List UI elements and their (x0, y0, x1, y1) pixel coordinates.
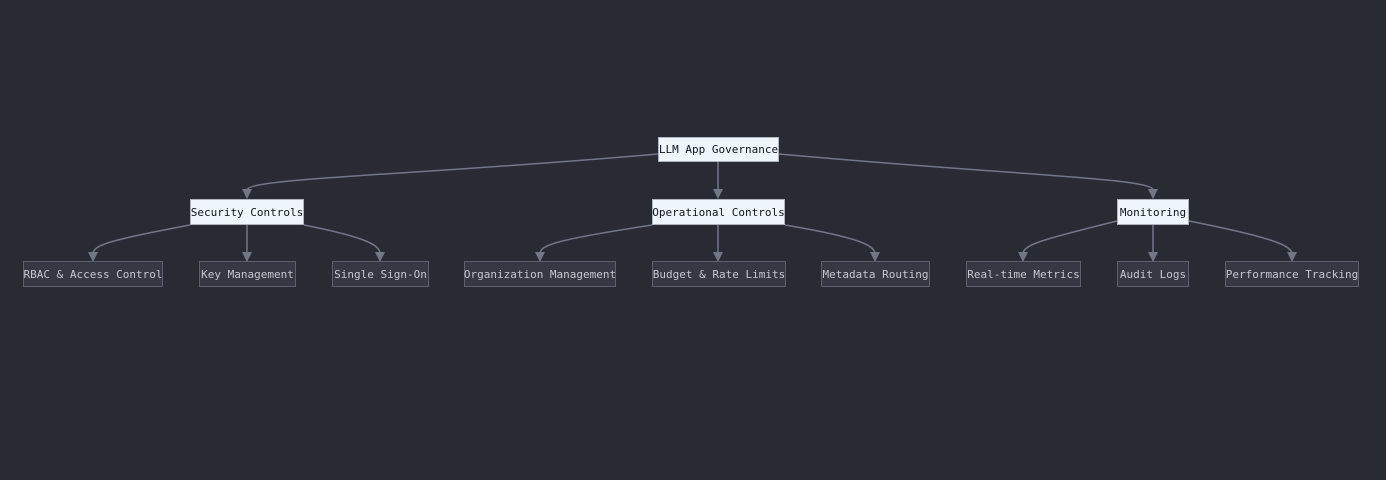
node-single-sign-on[interactable]: Single Sign-On (332, 261, 429, 287)
node-real-time-metrics[interactable]: Real-time Metrics (966, 261, 1081, 287)
node-root-label: LLM App Governance (658, 143, 779, 156)
edge-root-security (242, 153, 659, 199)
edge-security-rbac (88, 224, 191, 262)
node-real-time-metrics-label: Real-time Metrics (967, 267, 1080, 281)
node-rbac-access-control[interactable]: RBAC & Access Control (23, 261, 163, 287)
node-organization-management-label: Organization Management (463, 267, 617, 281)
node-security-controls[interactable]: Security Controls (190, 199, 304, 225)
node-key-management[interactable]: Key Management (199, 261, 296, 287)
node-security-controls-label: Security Controls (190, 205, 304, 219)
node-organization-management[interactable]: Organization Management (464, 261, 616, 287)
node-single-sign-on-label: Single Sign-On (334, 267, 427, 281)
node-performance-tracking[interactable]: Performance Tracking (1225, 261, 1359, 287)
node-key-management-label: Key Management (201, 267, 294, 281)
node-monitoring-label: Monitoring (1119, 205, 1187, 219)
node-audit-logs[interactable]: Audit Logs (1117, 261, 1189, 287)
edge-root-monitoring (778, 153, 1158, 199)
edge-security-sso (303, 224, 385, 262)
node-budget-rate-limits[interactable]: Budget & Rate Limits (652, 261, 786, 287)
node-metadata-routing-label: Metadata Routing (822, 267, 929, 281)
node-performance-tracking-label: Performance Tracking (1225, 267, 1359, 281)
node-budget-rate-limits-label: Budget & Rate Limits (652, 267, 786, 281)
node-rbac-access-control-label: RBAC & Access Control (23, 267, 163, 281)
node-operational-controls-label: Operational Controls (652, 205, 785, 219)
node-root[interactable]: LLM App Governance (658, 137, 779, 162)
edge-monitoring-perf (1188, 220, 1297, 262)
edge-operational-metadata (784, 224, 880, 262)
node-monitoring[interactable]: Monitoring (1117, 199, 1189, 225)
node-audit-logs-label: Audit Logs (1119, 267, 1187, 281)
node-operational-controls[interactable]: Operational Controls (652, 199, 785, 225)
edge-operational-orgmgmt (535, 224, 653, 262)
node-metadata-routing[interactable]: Metadata Routing (821, 261, 930, 287)
edge-monitoring-metrics (1018, 220, 1118, 262)
